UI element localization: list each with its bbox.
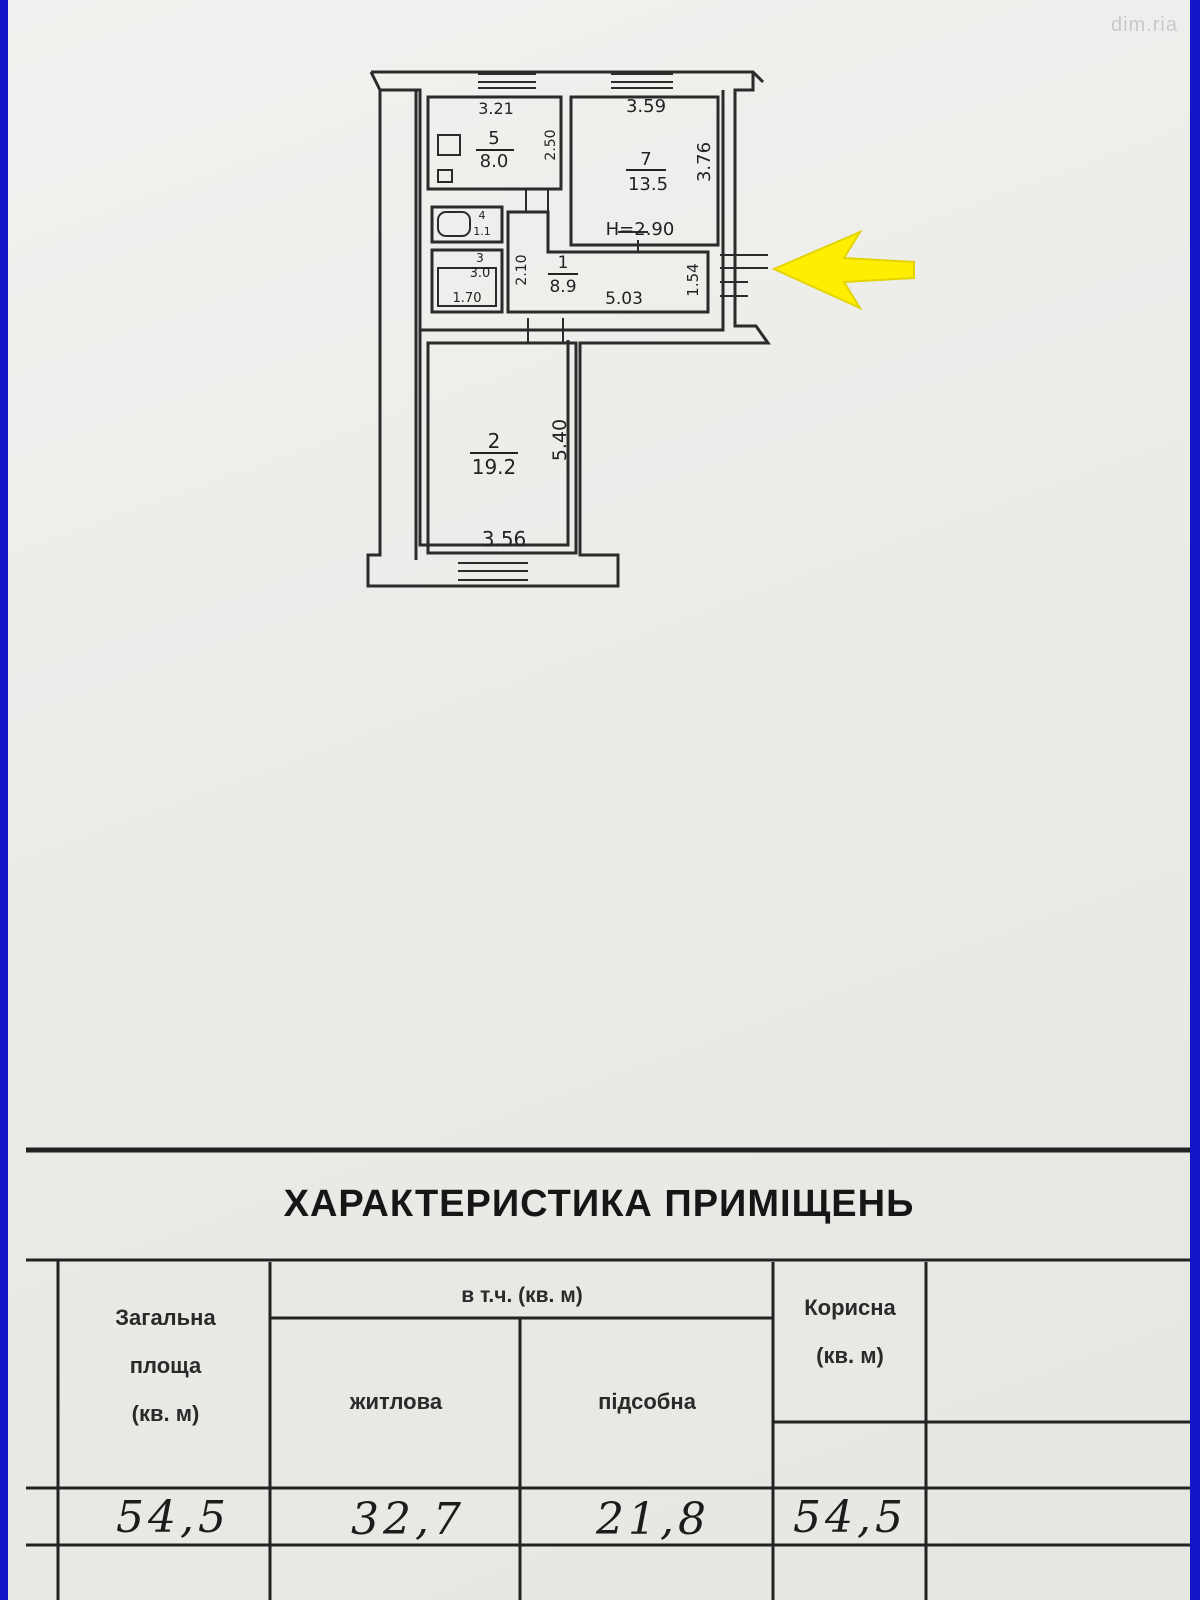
room3-width: 1.70 xyxy=(453,291,482,306)
room3-number: 3 xyxy=(476,251,484,265)
header-total-line3: (кв. м) xyxy=(131,1401,200,1426)
header-useful: Корисна (кв. м) xyxy=(776,1284,924,1380)
room1-width: 5.03 xyxy=(605,289,643,309)
header-including: в т.ч. (кв. м) xyxy=(461,1284,583,1307)
entrance-arrow-icon xyxy=(771,229,915,311)
room4-number: 4 xyxy=(479,209,486,222)
watermark: dim.ria xyxy=(1110,14,1178,36)
room5-width: 3.21 xyxy=(478,99,514,118)
value-total-area: 54,5 xyxy=(116,1492,230,1543)
room7-width: 3.59 xyxy=(626,96,666,117)
room3-area: 3.0 xyxy=(470,266,491,281)
header-useful-line2: (кв. м) xyxy=(816,1343,884,1368)
room2-height: 5.40 xyxy=(549,419,571,461)
header-total-area: Загальна площа (кв. м) xyxy=(63,1294,268,1438)
room2-width: 3.56 xyxy=(482,527,527,551)
room1-side: 2.10 xyxy=(514,254,530,285)
room7-height: 3.76 xyxy=(694,142,715,182)
room2-area: 19.2 xyxy=(472,455,517,479)
header-total-line2: площа xyxy=(129,1353,202,1378)
value-useful-area: 54,5 xyxy=(793,1492,907,1543)
room7-number: 7 xyxy=(640,149,651,170)
value-auxiliary-area: 21,8 xyxy=(596,1494,710,1545)
document-page: dim.ria xyxy=(8,0,1190,1600)
header-living: житлова xyxy=(349,1389,443,1414)
table-title: ХАРАКТЕРИСТИКА ПРИМІЩЕНЬ xyxy=(283,1183,915,1225)
floor-plan: 3.21 5 8.0 2.50 3.59 7 13.5 3.76 H=2.90 … xyxy=(366,70,915,588)
header-auxiliary: підсобна xyxy=(598,1389,696,1414)
room7-area: 13.5 xyxy=(628,174,668,195)
room5-number: 5 xyxy=(488,128,499,149)
room2-number: 2 xyxy=(488,429,501,453)
room5-area: 8.0 xyxy=(480,151,509,172)
header-useful-line1: Корисна xyxy=(804,1295,896,1320)
table-grid xyxy=(26,1147,1190,1600)
room5-height: 2.50 xyxy=(543,129,559,160)
room1-number: 1 xyxy=(558,253,569,273)
room4-area: 1.1 xyxy=(473,225,491,238)
value-living-area: 32,7 xyxy=(351,1494,465,1545)
header-total-line1: Загальна xyxy=(115,1305,216,1330)
ceiling-height: H=2.90 xyxy=(606,219,675,240)
room1-area: 8.9 xyxy=(549,277,576,297)
room1-height: 1.54 xyxy=(684,263,702,296)
